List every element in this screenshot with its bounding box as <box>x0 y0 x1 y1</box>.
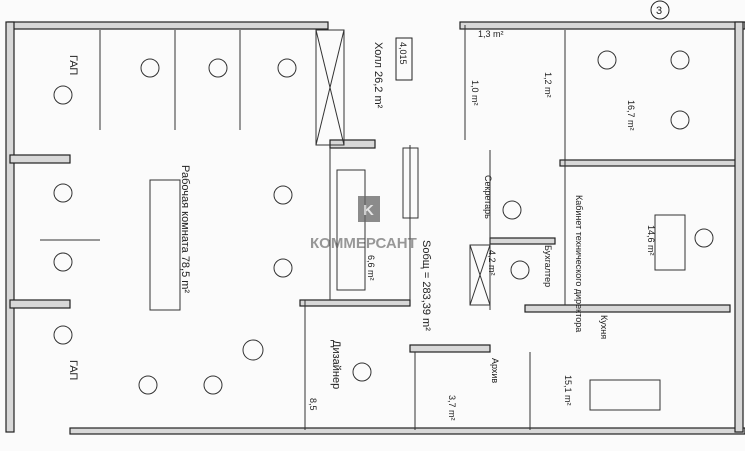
watermark: K КОММЕРСАНТ <box>310 196 417 252</box>
label-gap-top: ГАП <box>67 55 79 75</box>
label-tech-director: Кабинет технического директора <box>574 195 584 332</box>
label-kitchen: Кухня <box>599 315 609 339</box>
label-office-area: 16,7 m² <box>626 100 636 131</box>
svg-text:3: 3 <box>656 5 662 17</box>
label-tech-director-area: 14,6 m² <box>646 225 656 256</box>
label-kitchen-area: 15,1 m² <box>563 375 573 406</box>
label-secretary: Секретарь <box>483 175 493 219</box>
svg-text:4,015: 4,015 <box>398 42 408 65</box>
label-archive-area: 3,7 m² <box>447 395 457 421</box>
label-work-room: Рабочая комната 78,5 m² <box>179 165 191 293</box>
chairs <box>53 50 714 395</box>
label-total-area: Sобщ = 283,39 m² <box>420 240 432 331</box>
label-wc2: 1,0 m² <box>470 80 480 106</box>
partitions <box>40 25 686 430</box>
label-hall: Холл 26,2 m² <box>372 42 384 109</box>
label-archive: Архив <box>490 358 500 383</box>
walls <box>5 21 745 435</box>
label-designer-area: 8,5 <box>308 398 318 411</box>
label-wc3: 1,2 m² <box>543 72 553 98</box>
room-labels: ГАП ГАП Рабочая комната 78,5 m² Холл 26,… <box>67 0 670 421</box>
watermark-brand: КОММЕРСАНТ <box>310 235 417 252</box>
label-wc1: 1,3 m² <box>478 29 504 39</box>
label-room-4-2: 4,2 m² <box>487 250 497 276</box>
label-designer: Дизайнер <box>330 340 342 389</box>
label-accountant: Бухгалтер <box>543 245 553 287</box>
circle-number: 3 <box>650 0 670 20</box>
watermark-letter: K <box>363 202 374 219</box>
label-storage: 6,6 m² <box>366 255 376 281</box>
mark-box: 4,015 <box>395 37 413 81</box>
label-gap-bottom: ГАП <box>67 360 79 380</box>
